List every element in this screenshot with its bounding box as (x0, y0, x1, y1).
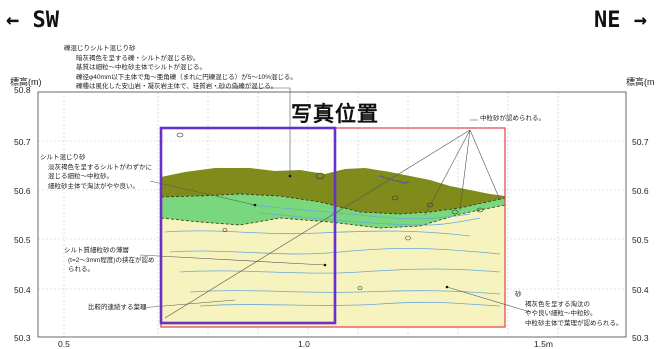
y-tick-left: 50.3 (14, 333, 31, 343)
annotation-line: 基質は細粒～中粒砂主体でシルトが混じる。 (76, 64, 206, 71)
annotation-line: 礫種は風化した安山岩・凝灰岩主体で、珪質岩・砂の偽礫が混じる。 (76, 83, 278, 90)
annotation-gravelly-sand: 礫混じりシルト混じり砂 暗灰褐色を呈する礫・シルトが混じる砂。 基質は細粒～中粒… (64, 44, 297, 92)
annotation-line: 砂 (515, 291, 522, 298)
y-tick-left: 50.4 (14, 285, 31, 295)
photo-position-label: 写真位置 (291, 103, 379, 126)
annotation-bedding: 比較的連続する葉理 (88, 304, 147, 311)
direction-ne: NE → (594, 8, 647, 33)
y-tick-right: 50.5 (632, 235, 649, 245)
y-axis-title-right: 標高(m (626, 77, 655, 87)
sand-layer (161, 205, 505, 327)
y-tick-right: 50.7 (632, 137, 649, 147)
annotation-line: 礫径φ40mm以下主体で角～亜角礫（まれに円礫混じる）が5～10%混じる。 (76, 73, 297, 81)
annotation-line: シルト質細粒砂の薄層 (64, 247, 129, 254)
annotation-line: 細粒砂主体で淘汰がやや良い。 (48, 182, 139, 190)
y-tick-right: 50.3 (632, 333, 649, 343)
annotation-medium-sand: 中粒砂が認められる。 (480, 115, 545, 122)
lamination-lines (164, 204, 501, 307)
x-tick: 0.5 (58, 339, 70, 349)
gravelly-sand-layer (161, 168, 505, 214)
annotation-line: 褐灰色を呈する淘汰の (525, 300, 590, 308)
y-axis-title-left: 標高(m) (10, 77, 42, 87)
gravel-clasts (176, 132, 484, 290)
y-tick-right: 50.6 (632, 186, 649, 196)
annotation-line: やや良い細粒～中粒砂。 (525, 310, 597, 317)
annotation-line: 礫混じりシルト混じり砂 (64, 45, 136, 52)
annotation-line: (t=2～3mm程度)の挟在が認め (68, 256, 155, 264)
direction-sw: ← SW (6, 8, 59, 33)
annotation-thin-layer: シルト質細粒砂の薄層 (t=2～3mm程度)の挟在が認め られる。 (64, 246, 155, 275)
y-tick-left: 50.5 (14, 235, 31, 245)
x-tick: 1.5m (534, 339, 553, 349)
pebble-cluster (379, 175, 411, 184)
annotation-silty-sand: シルト混じり砂 淡灰褐色を呈するシルトがわずかに 混じる細粒～中粒砂。 細粒砂主… (40, 153, 152, 191)
x-tick: 1.0 (298, 339, 310, 349)
leader-lines (139, 87, 531, 319)
annotation-line: 淡灰褐色を呈するシルトがわずかに (48, 163, 152, 171)
annotation-line: 中粒砂主体で葉理が認められる。 (525, 319, 623, 327)
silty-sand-layer (161, 194, 505, 228)
plot-frame (37, 91, 627, 338)
annotation-line: られる。 (68, 266, 94, 273)
y-tick-right: 50.4 (632, 285, 649, 295)
annotation-line: 暗灰褐色を呈する礫・シルトが混じる砂。 (76, 54, 200, 62)
y-tick-left: 50.8 (14, 85, 31, 95)
y-tick-left: 50.6 (14, 186, 31, 196)
photo-frame (159, 126, 337, 325)
annotation-line: 混じる細粒～中粒砂。 (48, 173, 113, 180)
annotation-sand: 砂 褐灰色を呈する淘汰の やや良い細粒～中粒砂。 中粒砂主体で葉理が認められる。 (515, 290, 623, 328)
annotation-line: シルト混じり砂 (40, 154, 86, 161)
y-tick-left: 50.7 (14, 137, 31, 147)
